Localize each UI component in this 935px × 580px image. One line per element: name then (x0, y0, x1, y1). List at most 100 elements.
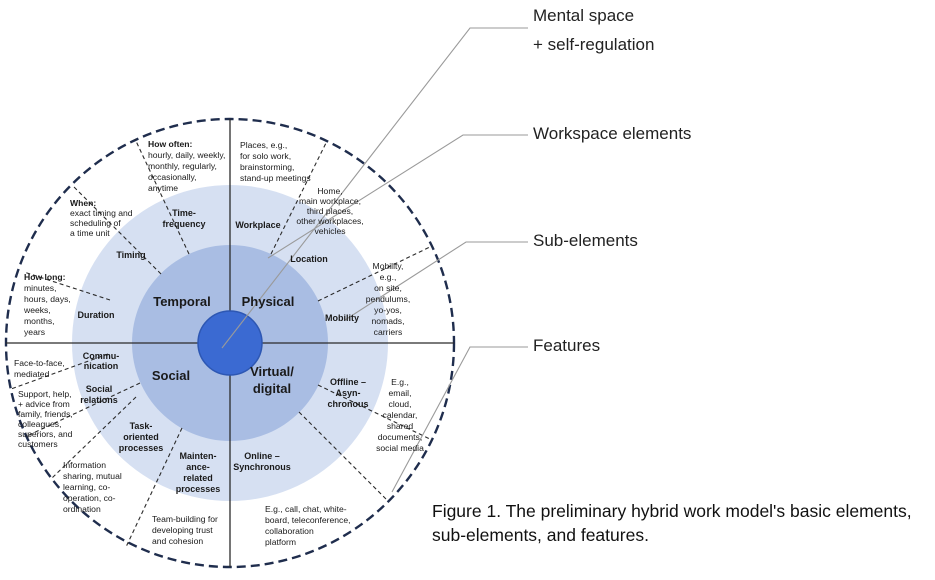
sub-elements-timing: Timing (116, 250, 145, 260)
sub-elements-offline: Offline –Asyn-chronous (327, 377, 368, 409)
label-line: related (183, 473, 213, 483)
label-line: collaboration (265, 526, 314, 536)
label-line: When: (70, 198, 96, 208)
features-home: Home,main workplace,third places,other w… (296, 186, 363, 236)
label-line: anytime (148, 183, 178, 193)
label-line: Offline – (330, 377, 366, 387)
label-line: shared (387, 421, 413, 431)
label-line: Asyn- (335, 388, 360, 398)
label-line: board, teleconference, (265, 515, 351, 525)
label-line: brainstorming, (240, 162, 294, 172)
label-line: calendar, (383, 410, 418, 420)
label-line: Commu- (83, 351, 120, 361)
label-line: Synchronous (233, 462, 291, 472)
label-line: cloud, (389, 399, 412, 409)
label-line: customers (18, 439, 58, 449)
label-line: Online – (244, 451, 280, 461)
label-line: Mainten- (180, 451, 217, 461)
label-line: processes (176, 484, 221, 494)
features-call-chat: E.g., call, chat, white-board, teleconfe… (265, 504, 351, 547)
feature-ticks (10, 271, 137, 479)
legend-mental-space-line1: Mental space (533, 6, 635, 25)
label-line: and cohesion (152, 536, 203, 546)
label-line: other workplaces, (296, 216, 363, 226)
label-line: developing trust (152, 525, 213, 535)
label-line: sharing, mutual (63, 471, 122, 481)
sub-elements-workplace: Workplace (235, 220, 280, 230)
label-line: colleagues, (18, 419, 61, 429)
legend-workspace-elements: Workspace elements (533, 124, 692, 143)
label-line: Mobility (325, 313, 359, 323)
label-line: email, (389, 388, 412, 398)
label-line: Places, e.g., (240, 140, 287, 150)
sub-elements-mobility: Mobility (325, 313, 359, 323)
label-line: ance- (186, 462, 210, 472)
mental-space-core (197, 310, 263, 376)
legend-features: Features (533, 336, 601, 355)
label-line: third places, (307, 206, 353, 216)
label-line: a time unit (70, 228, 110, 238)
element-physical: Physical (242, 294, 295, 309)
label-line: Team-building for (152, 514, 218, 524)
features-how-long: How long:minutes,hours, days,weeks,month… (23, 272, 71, 337)
label-line: family, friends, (18, 409, 73, 419)
features-mobility-eg: Mobility,e.g.,on site,pendulums,yo-yos,n… (366, 261, 410, 337)
legend-mental-space: Mental space + self-regulation (533, 5, 654, 56)
label-line: main workplace, (299, 196, 361, 206)
label-line: How long: (24, 272, 66, 282)
label-line: Information (63, 460, 106, 470)
figure-caption: Figure 1. The preliminary hybrid work mo… (432, 499, 932, 547)
element-virtual-line1: Virtual/ (250, 364, 294, 379)
label-line: Task- (130, 421, 153, 431)
legend-mental-space-line2: + self-regulation (533, 35, 655, 54)
features-face-to-face: Face-to-face,mediated (14, 358, 65, 379)
label-line: scheduling of (70, 218, 121, 228)
label-line: superiors, and (18, 429, 73, 439)
label-line: mediated (14, 369, 50, 379)
label-line: Social (86, 384, 113, 394)
label-line: years (24, 327, 45, 337)
sub-elements-time-frequency: Time-frequency (162, 208, 205, 229)
label-line: monthly, regularly, (148, 161, 217, 171)
label-line: ordination (63, 504, 101, 514)
label-line: minutes, (24, 283, 56, 293)
label-line: months, (24, 316, 55, 326)
label-line: E.g., call, chat, white- (265, 504, 347, 514)
sub-elements-communication: Commu-nication (83, 351, 120, 371)
label-line: e.g., (380, 272, 397, 282)
label-line: vehicles (314, 226, 345, 236)
label-line: E.g., (391, 377, 409, 387)
label-line: operation, co- (63, 493, 116, 503)
label-line: Face-to-face, (14, 358, 65, 368)
features-places: Places, e.g.,for solo work,brainstorming… (240, 140, 311, 183)
element-social: Social (152, 368, 190, 383)
label-line: relations (80, 395, 118, 405)
label-line: hourly, daily, weekly, (148, 150, 225, 160)
label-line: platform (265, 537, 296, 547)
label-line: carriers (374, 327, 403, 337)
element-virtual-line2: digital (253, 381, 291, 396)
label-line: occasionally, (148, 172, 197, 182)
label-line: Duration (78, 310, 115, 320)
sub-elements-location: Location (290, 254, 328, 264)
label-line: Workplace (235, 220, 280, 230)
label-line: chronous (327, 399, 368, 409)
label-line: Location (290, 254, 328, 264)
label-line: documents, (378, 432, 422, 442)
label-line: nication (84, 361, 119, 371)
label-line: oriented (123, 432, 159, 442)
label-line: Support, help, (18, 389, 72, 399)
label-line: frequency (162, 219, 205, 229)
label-line: social media (376, 443, 424, 453)
label-line: nomads, (372, 316, 405, 326)
label-line: for solo work, (240, 151, 291, 161)
element-temporal: Temporal (153, 294, 211, 309)
sub-elements-duration: Duration (78, 310, 115, 320)
label-line: on site, (374, 283, 402, 293)
